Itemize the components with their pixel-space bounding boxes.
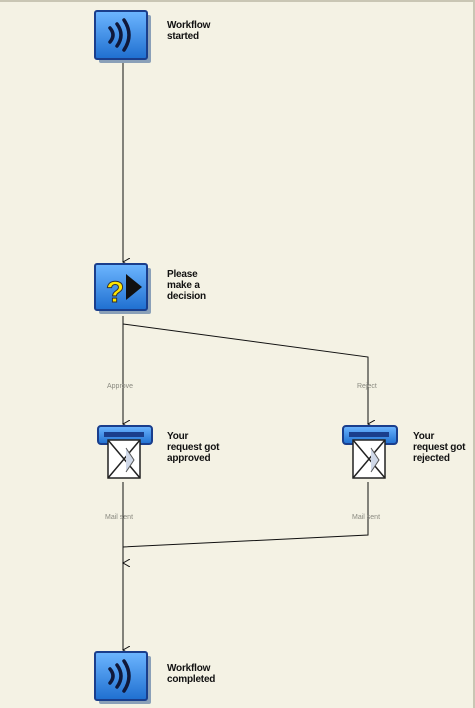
edge-label-mail-sent-right: Mail sent <box>352 514 381 521</box>
edge-label-approve: Approve <box>107 383 134 390</box>
signal-waves-icon <box>108 659 131 693</box>
start-node[interactable] <box>94 10 151 63</box>
approved-mail-node[interactable] <box>97 425 153 479</box>
svg-text:?: ? <box>106 276 124 309</box>
start-node-label: Workflow started <box>167 20 211 42</box>
rejected-mail-node[interactable] <box>342 425 398 479</box>
end-node-label: Workflow completed <box>167 663 216 685</box>
edge-decision-to-rejected <box>122 323 368 424</box>
frame-right-border <box>473 0 475 708</box>
end-node[interactable] <box>94 651 151 704</box>
edge-label-reject: Reject <box>357 383 377 390</box>
edge-label-mail-sent-left: Mail sent <box>105 514 134 521</box>
mail-envelope-icon <box>352 439 386 479</box>
approved-node-label: Your request got approved <box>167 431 220 464</box>
frame-top-border <box>0 0 475 2</box>
signal-waves-icon <box>108 18 131 52</box>
rejected-node-label: Your request got rejected <box>413 431 466 464</box>
decision-node[interactable]: ? <box>94 263 151 314</box>
edge-rejected-to-join <box>122 482 369 548</box>
question-arrow-icon: ? <box>106 274 142 310</box>
decision-node-label: Please make a decision <box>167 269 206 302</box>
mail-envelope-icon <box>107 439 141 479</box>
